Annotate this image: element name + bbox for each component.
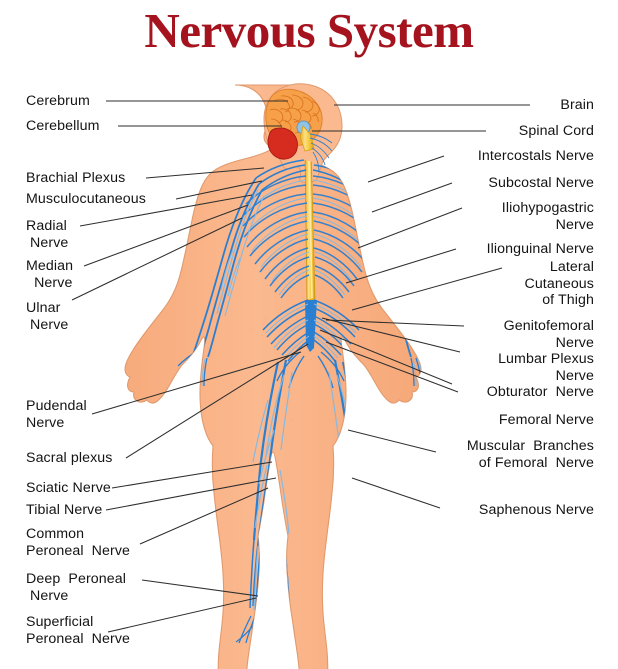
label-intercostals-nerve: Intercostals Nerve [477, 148, 594, 164]
label-deep-peroneal-nerve: Deep Peroneal Nerve [26, 571, 126, 604]
leader-ulnar [71, 217, 243, 301]
leader-deep-peroneal [141, 579, 259, 597]
label-brain: Brain [560, 97, 594, 113]
label-saphenous-nerve: Saphenous Nerve [478, 502, 594, 518]
leader-subcostal [371, 182, 453, 213]
leader-muscular-branches [347, 429, 437, 453]
label-sciatic-nerve: Sciatic Nerve [26, 480, 111, 496]
label-obturator-nerve: Obturator Nerve [486, 384, 594, 400]
cerebellum-region [267, 127, 298, 160]
leader-iliohypogastric [357, 207, 463, 249]
label-femoral-nerve: Femoral Nerve [498, 412, 594, 428]
label-radial-nerve: Radial Nerve [26, 218, 69, 251]
leader-common-peroneal [139, 487, 269, 545]
label-musculocutaneous: Musculocutaneous [26, 191, 146, 207]
label-cerebellum: Cerebellum [26, 118, 100, 134]
label-median-nerve: Median Nerve [26, 258, 74, 291]
leader-intercostals [367, 155, 445, 183]
label-brachial-plexus: Brachial Plexus [26, 170, 126, 186]
leader-pudendal [91, 351, 302, 415]
leader-genitofemoral [325, 319, 465, 327]
label-spinal-cord: Spinal Cord [518, 123, 594, 139]
leader-musculocutaneous [175, 180, 263, 200]
lumbar-plexus [262, 299, 360, 362]
leader-lateral-cutaneous [351, 267, 503, 311]
cauda-equina [305, 300, 317, 352]
leader-sciatic [111, 461, 273, 489]
label-sacral-plexus: Sacral plexus [26, 450, 113, 466]
leader-femoral [325, 341, 459, 393]
label-ulnar-nerve: Ulnar Nerve [26, 300, 69, 333]
leader-saphenous [351, 477, 441, 509]
page-title: Nervous System [144, 3, 474, 58]
head-profile [263, 83, 343, 184]
label-tibial-nerve: Tibial Nerve [26, 502, 103, 518]
body-silhouette [124, 84, 422, 669]
pudendal-nerves [276, 351, 345, 389]
leader-superficial-peroneal [107, 597, 257, 633]
right-foot-nerves [354, 613, 386, 647]
leader-tibial [105, 477, 277, 511]
leader-obturator [319, 329, 453, 385]
leader-ilionguinal [345, 248, 457, 284]
label-cerebrum: Cerebrum [26, 93, 90, 109]
leader-lumbar-plexus [321, 317, 461, 353]
leader-lines [71, 100, 530, 633]
leader-sacral-plexus [125, 343, 309, 459]
label-ilionguinal-nerve: Ilionguinal Nerve [486, 241, 594, 257]
leader-median [83, 204, 249, 267]
leader-brachial-plexus [145, 167, 265, 179]
label-subcostal-nerve: Subcostal Nerve [488, 175, 594, 191]
leader-radial [79, 194, 253, 227]
right-hand-nerves [410, 356, 421, 387]
